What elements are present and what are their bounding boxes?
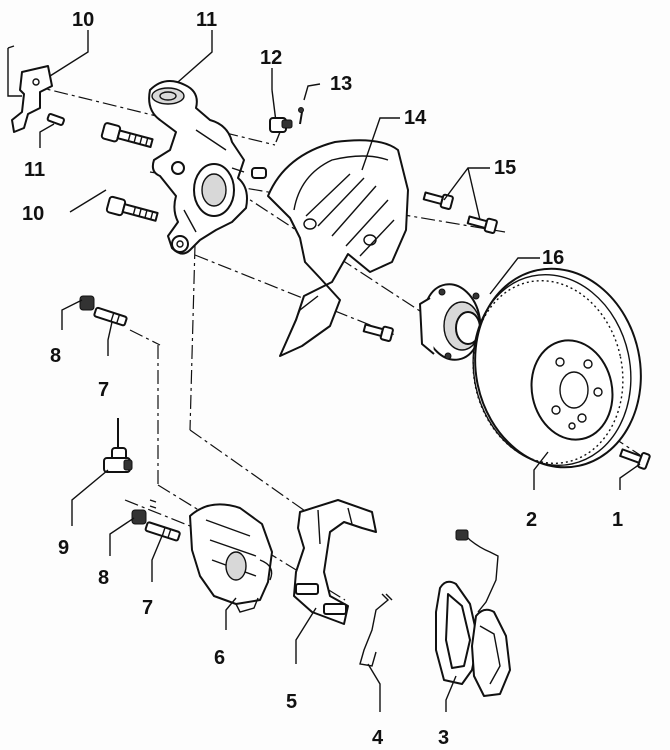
sensor-screw-part <box>298 107 304 125</box>
callout-13: 11 <box>196 9 217 31</box>
leader-15 <box>303 83 321 101</box>
steering-knuckle-part <box>148 80 267 255</box>
callout-3: 3 <box>438 727 449 749</box>
callout-10: 10 <box>22 203 44 225</box>
brake-pads-part <box>435 529 511 697</box>
callout-16: 14 <box>404 107 427 129</box>
leader-7b <box>151 535 163 582</box>
callout-8-lower: 8 <box>98 567 109 589</box>
callout-7-lower: 7 <box>142 597 153 619</box>
callout-9: 9 <box>58 537 69 559</box>
callout-11: 11 <box>24 159 45 181</box>
leader-12 <box>49 30 89 77</box>
caliper-carrier-part <box>293 499 377 625</box>
callout-14: 12 <box>260 47 282 69</box>
leader-2 <box>533 451 549 490</box>
callout-8-upper: 8 <box>50 345 61 367</box>
dust-shield-part <box>267 139 409 357</box>
small-screw-part <box>46 113 65 126</box>
axis-knuckle-vertical <box>189 244 196 431</box>
guide-pin-lower-part <box>131 499 181 542</box>
leader-9 <box>71 469 109 526</box>
shield-screws-part <box>362 191 498 342</box>
leader-8b <box>109 517 135 556</box>
callout-17: 15 <box>494 157 516 179</box>
axis-bracket-knuckle <box>29 84 276 146</box>
brake-disc-part <box>472 267 642 469</box>
axis-pin-top <box>129 329 161 346</box>
callout-1: 1 <box>612 509 623 531</box>
leader-11 <box>39 123 55 148</box>
bleed-valve-part <box>103 418 133 473</box>
callout-7-upper: 7 <box>98 379 109 401</box>
leader-7a <box>107 321 113 356</box>
callout-6: 6 <box>214 647 225 669</box>
brake-caliper-part <box>189 503 273 613</box>
leader-lines <box>39 30 641 712</box>
abs-sensor-part <box>269 89 293 143</box>
leader-6 <box>225 597 237 630</box>
wheel-hub-part <box>419 283 486 361</box>
leader-17b <box>467 167 481 221</box>
leader-16 <box>361 117 400 171</box>
axis-knuckle-to-carrier <box>189 429 326 526</box>
leader-4 <box>367 663 381 712</box>
leader-18 <box>489 257 540 295</box>
callout-4: 4 <box>372 727 384 749</box>
axis-lower-bolt <box>194 254 396 336</box>
callout-15: 13 <box>330 73 352 95</box>
bracket-part <box>7 45 53 133</box>
leader-1 <box>619 463 641 490</box>
callout-2: 2 <box>526 509 537 531</box>
disc-screw-part <box>619 448 651 470</box>
leader-13 <box>177 30 213 83</box>
axis-pin-lower <box>124 499 201 531</box>
callout-labels: 10 11 12 13 14 15 16 11 10 8 7 9 8 7 6 5… <box>22 9 623 749</box>
knuckle-bolts-part <box>100 122 159 222</box>
leader-3 <box>445 675 457 712</box>
leader-8a <box>61 299 83 330</box>
leader-10 <box>69 189 107 213</box>
callout-18: 16 <box>542 247 564 269</box>
callout-5: 5 <box>286 691 297 713</box>
pad-spring-part <box>359 593 393 667</box>
guide-pin-upper-part <box>79 295 128 327</box>
leader-5 <box>295 607 317 664</box>
callout-12: 10 <box>72 9 94 31</box>
